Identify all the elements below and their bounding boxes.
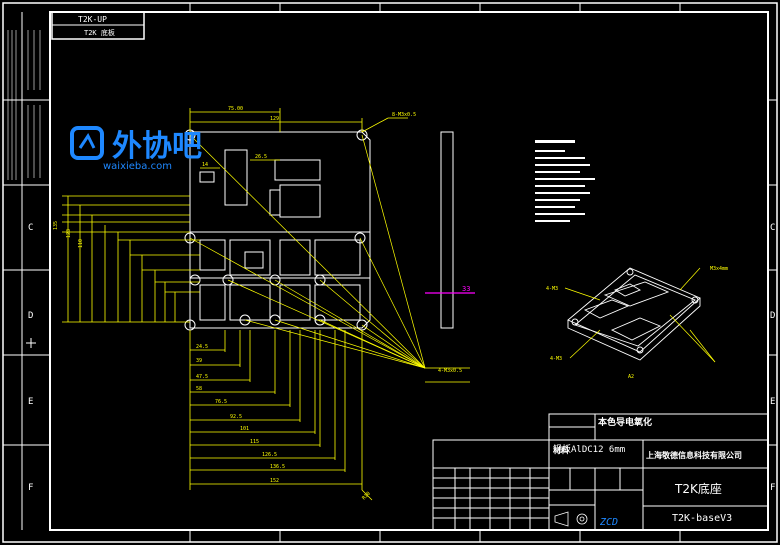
zone-label-right-e: E (770, 397, 775, 407)
zone-label-right-d: D (770, 311, 775, 321)
iso-label-top-right: M3x4mm (710, 266, 728, 272)
dimension-lines (62, 108, 408, 501)
watermark-url: waixieba.com (103, 161, 172, 172)
iso-label-bottom-left: 4-M3 (550, 356, 562, 362)
projection-symbol-icon (554, 511, 588, 527)
zone-label-left-f: F (28, 483, 33, 493)
left-notes (7, 30, 41, 180)
iso-label-bottom: A2 (628, 374, 634, 380)
svg-text:110: 110 (78, 239, 84, 248)
zone-label-left-d: D (28, 311, 33, 321)
svg-text:39: 39 (196, 358, 202, 364)
svg-text:R10: R10 (361, 491, 372, 502)
svg-text:58: 58 (196, 386, 202, 392)
part-number: T2K-baseV3 (672, 513, 732, 524)
zone-label-right-c: C (770, 223, 775, 233)
zone-label-left-e: E (28, 397, 33, 407)
iso-leaders (564, 267, 716, 363)
zone-label-left-c: C (28, 223, 33, 233)
drawing-id-sub: T2K 底板 (84, 28, 115, 37)
svg-text:76.5: 76.5 (215, 399, 227, 405)
finish-text: 本色导电氧化 (598, 416, 652, 428)
svg-text:135: 135 (53, 221, 59, 230)
material-label: 材料 (553, 445, 569, 455)
watermark: 外协吧 waixieba.com (70, 126, 202, 172)
svg-text:26.5: 26.5 (255, 154, 267, 160)
plate-holes (184, 129, 368, 331)
svg-text:14: 14 (202, 162, 208, 168)
isometric-view (567, 267, 701, 361)
svg-text:75.00: 75.00 (228, 106, 243, 112)
svg-text:136.5: 136.5 (270, 464, 285, 470)
section-callout: 33 (462, 285, 470, 293)
svg-text:126.5: 126.5 (262, 452, 277, 458)
side-view: 33 (425, 131, 475, 329)
leader-lines (189, 134, 470, 383)
detail-label: 8-M3x0.5 (392, 112, 416, 118)
svg-text:115: 115 (250, 439, 259, 445)
svg-text:123: 123 (66, 229, 72, 238)
dimension-values: 75.00 129 26.5 14 135 123 110 24.5 39 47.5 5… (53, 106, 462, 501)
drawing-id: T2K-UP (78, 15, 107, 24)
hole-note: 4-M3x0.5 (438, 368, 462, 374)
svg-text:24.5: 24.5 (196, 344, 208, 350)
technical-notes (535, 140, 595, 222)
registration-cross (26, 338, 36, 348)
zone-ticks (3, 3, 777, 542)
svg-text:47.5: 47.5 (196, 374, 208, 380)
part-name: T2K底座 (674, 481, 722, 496)
inner-frame (49, 11, 769, 531)
svg-text:92.5: 92.5 (230, 414, 242, 420)
svg-text:129: 129 (270, 116, 279, 122)
zone-label-right-f: F (770, 483, 775, 493)
watermark-brand: 外协吧 (112, 129, 202, 164)
material-text: 铝板AlDC12 6mm (553, 443, 625, 455)
revision-box: T2K-UP T2K 底板 (51, 11, 145, 40)
company-name: 上海敬德信息科技有限公司 (646, 450, 742, 460)
svg-text:152: 152 (270, 478, 279, 484)
svg-text:101: 101 (240, 426, 249, 432)
svg-text:ZCD: ZCD (599, 517, 618, 528)
iso-label-left: 4-M3 (546, 286, 558, 292)
title-block-frame (432, 413, 769, 531)
